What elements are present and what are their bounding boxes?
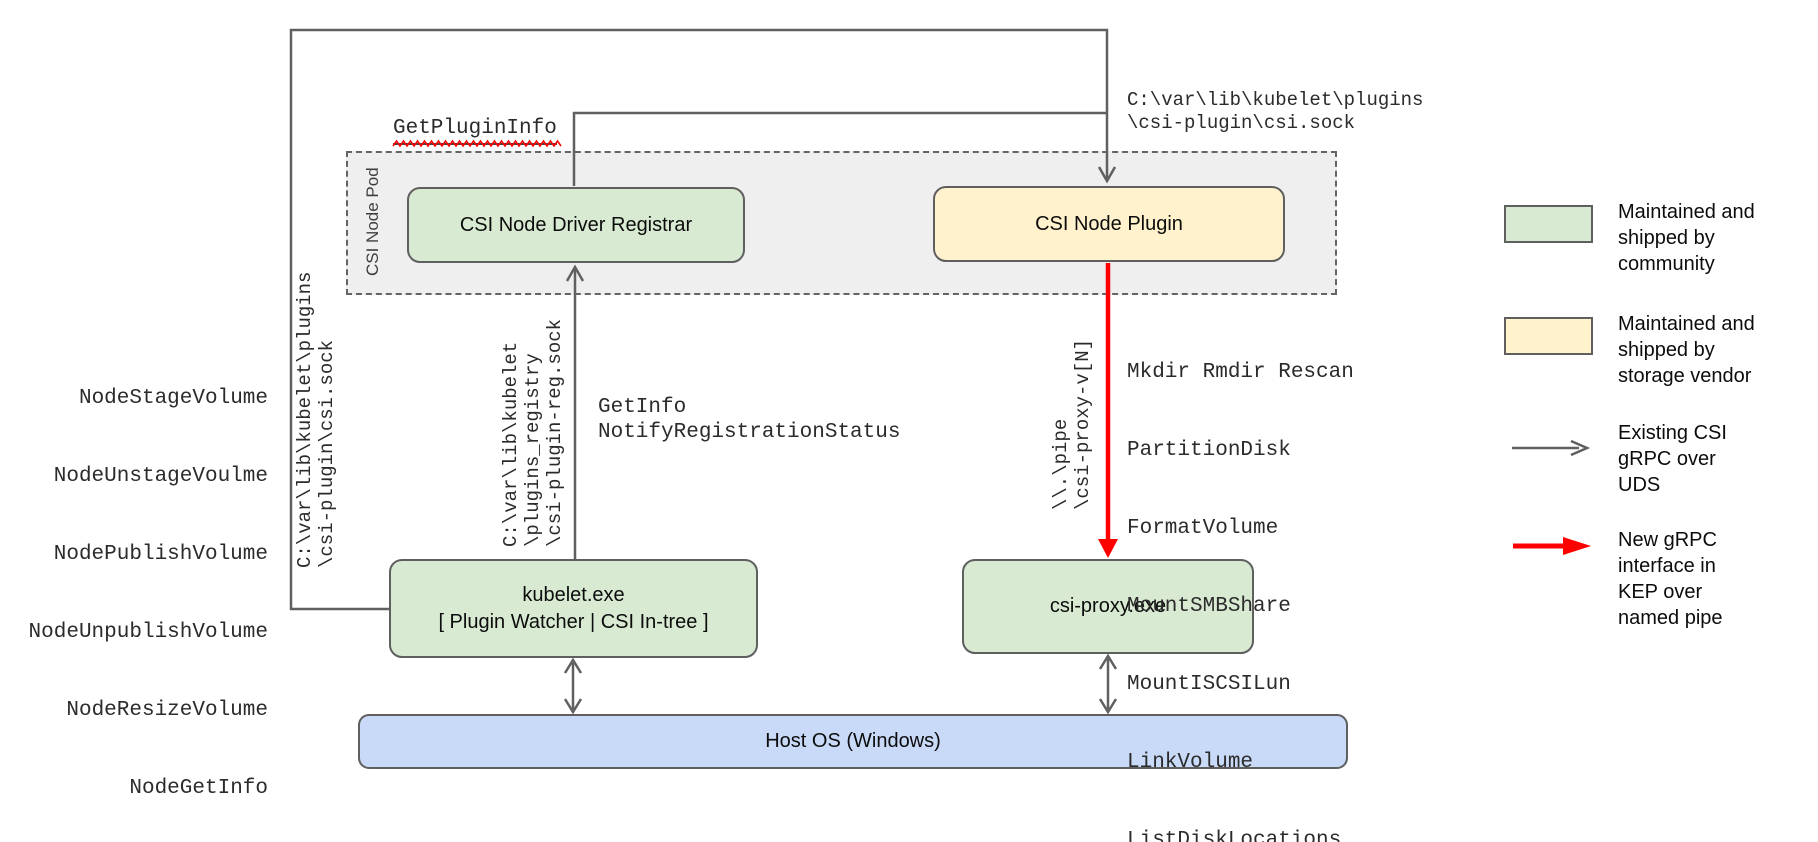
list-item: ListDiskLocations (1127, 829, 1342, 842)
registry-sock-path-label: C:\var\lib\kubelet \plugins_registry \cs… (500, 318, 566, 547)
list-item: NodePublishVolume (53, 543, 268, 566)
node-rpc-list: NodeStageVolume NodeUnstageVoulme NodePu… (28, 334, 268, 842)
csiproxy-hostos-double-arrow (1098, 653, 1118, 715)
legend-gray-arrow (1512, 439, 1591, 457)
list-item: FormatVolume (1127, 517, 1279, 540)
named-pipe-label: \\.\pipe \csi-proxy-v[N] (1050, 338, 1094, 510)
csi-node-driver-registrar-box: CSI Node Driver Registrar (407, 187, 745, 263)
kubelet-hostos-double-arrow (563, 657, 583, 715)
list-item: MountISCSILun (1127, 673, 1291, 696)
legend-new-grpc-label: New gRPC interface in KEP over named pip… (1618, 529, 1723, 629)
kubelet-box: kubelet.exe [ Plugin Watcher | CSI In-tr… (389, 559, 758, 658)
get-plugin-info-label: GetPluginInfo (393, 116, 557, 145)
legend-community-swatch (1504, 205, 1593, 243)
list-item: MountSMBShare (1127, 595, 1291, 618)
csi-node-pod-label: CSI Node Pod (363, 167, 382, 276)
list-item: LinkVolume (1127, 751, 1254, 774)
list-item: NodeResizeVolume (66, 699, 268, 722)
host-os-box: Host OS (Windows) (358, 714, 1348, 769)
csi-sock-path-label-left: C:\var\lib\kubelet\plugins \csi-plugin\c… (294, 271, 338, 568)
list-item: NodeUnpublishVolume (28, 621, 268, 644)
list-item: NodeGetInfo (129, 777, 268, 800)
list-item: Mkdir Rmdir Rescan (1127, 361, 1354, 384)
legend-vendor-label: Maintained and shipped by storage vendor (1618, 313, 1755, 387)
legend-vendor-swatch (1504, 317, 1593, 355)
csi-sock-path-label-top: C:\var\lib\kubelet\plugins \csi-plugin\c… (1127, 89, 1424, 134)
csi-proxy-rpc-list: Mkdir Rmdir Rescan PartitionDisk FormatV… (1127, 308, 1354, 842)
legend-existing-grpc-label: Existing CSI gRPC over UDS (1618, 422, 1727, 496)
list-item: PartitionDisk (1127, 439, 1291, 462)
plugin-to-csiproxy-red-arrow (1098, 263, 1118, 558)
legend-community-label: Maintained and shipped by community (1618, 201, 1755, 275)
kubelet-to-registrar-arrow (565, 264, 585, 559)
list-item: NodeUnstageVoulme (53, 465, 268, 488)
csi-node-plugin-box: CSI Node Plugin (933, 186, 1285, 262)
registration-calls-label: GetInfo NotifyRegistrationStatus (598, 396, 901, 444)
list-item: NodeStageVolume (78, 387, 268, 410)
legend-red-arrow (1513, 537, 1591, 555)
